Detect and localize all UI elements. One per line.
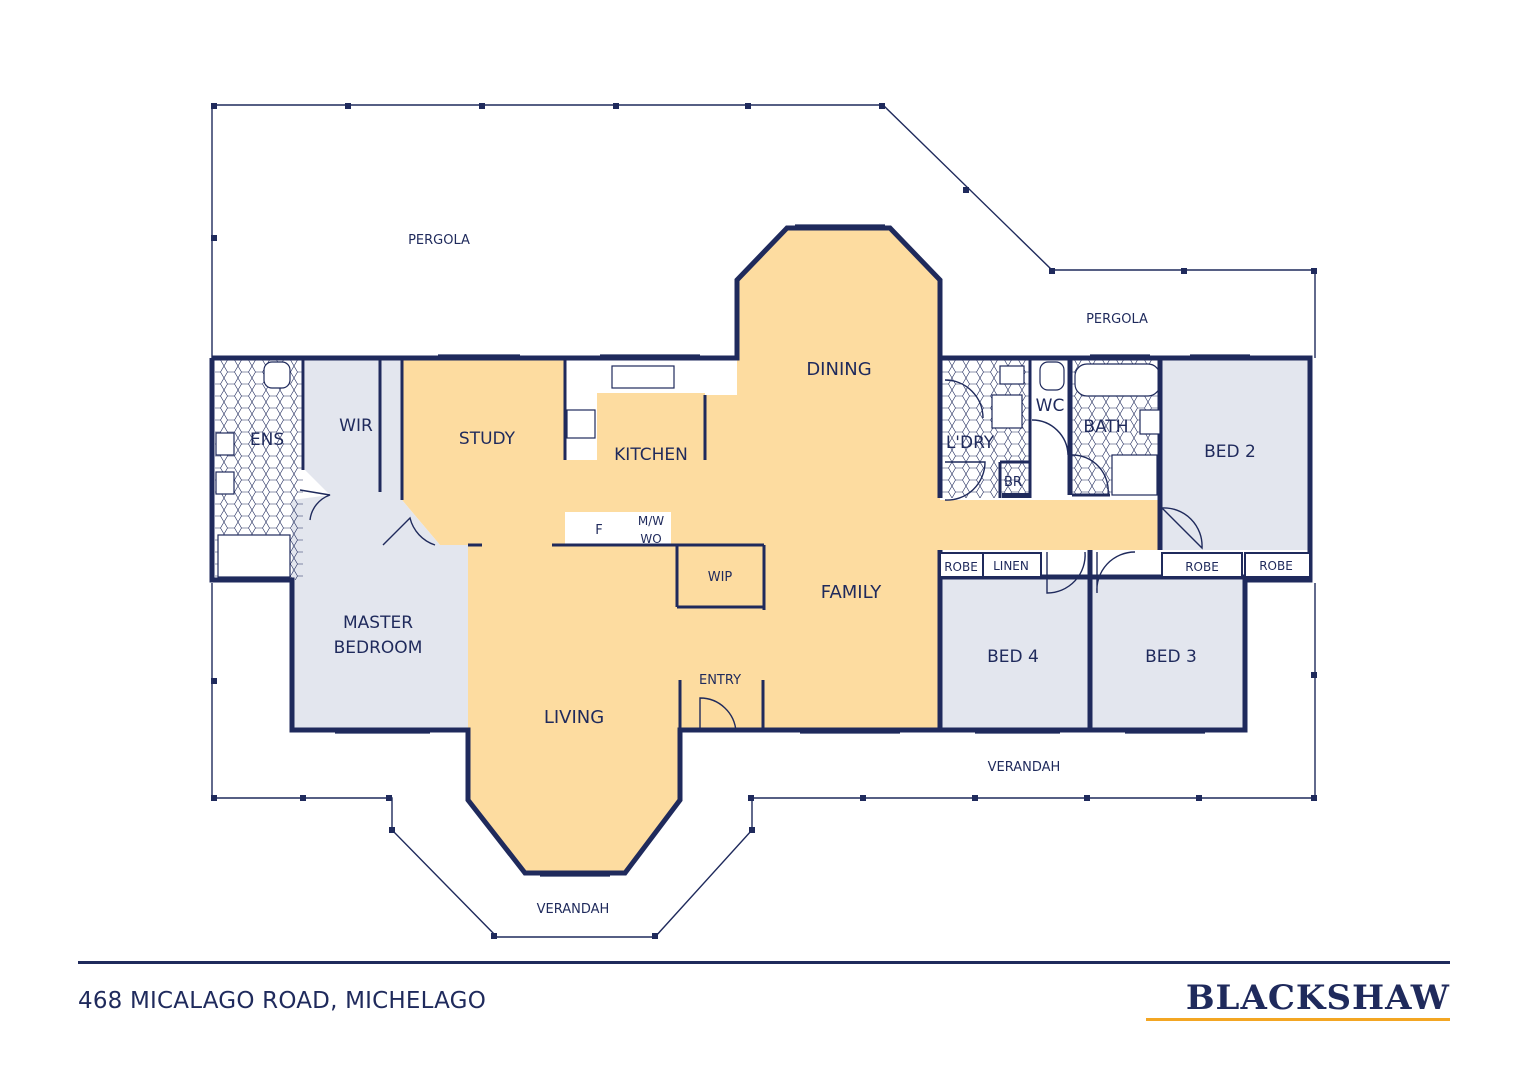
label-pergola-right: PERGOLA bbox=[1086, 312, 1148, 327]
label-study: STUDY bbox=[459, 429, 516, 449]
label-bed3: BED 3 bbox=[1145, 647, 1197, 667]
floor-plan: PERGOLA PERGOLA ENS WIR STUDY KITCHEN DI… bbox=[209, 103, 1317, 939]
label-robe-bed3: ROBE bbox=[1185, 560, 1219, 574]
label-wo: WO bbox=[640, 532, 661, 546]
label-ens: ENS bbox=[250, 430, 284, 450]
label-fridge: F bbox=[595, 523, 602, 538]
label-verandah-bottom: VERANDAH bbox=[537, 902, 610, 917]
label-verandah-right: VERANDAH bbox=[988, 760, 1061, 775]
label-dining: DINING bbox=[806, 359, 871, 380]
storage-boxes bbox=[939, 552, 1311, 578]
label-entry: ENTRY bbox=[699, 673, 741, 688]
living-zone bbox=[402, 228, 1160, 873]
label-wir: WIR bbox=[339, 416, 373, 436]
label-living: LIVING bbox=[544, 707, 604, 728]
label-linen: LINEN bbox=[993, 559, 1029, 573]
label-bath: BATH bbox=[1083, 417, 1128, 437]
interior-walls bbox=[301, 360, 1110, 730]
post-markers bbox=[211, 103, 1317, 939]
label-kitchen: KITCHEN bbox=[614, 445, 688, 465]
label-br: BR bbox=[1004, 475, 1022, 490]
brand-logo: BLACKSHAW bbox=[1185, 978, 1450, 1018]
label-wip: WIP bbox=[708, 570, 733, 585]
label-family: FAMILY bbox=[821, 582, 882, 603]
doors bbox=[299, 379, 1203, 733]
label-robe-bed2: ROBE bbox=[1259, 559, 1293, 573]
mw-box bbox=[631, 512, 671, 546]
fixtures bbox=[215, 361, 1161, 495]
brand-underline bbox=[1146, 1018, 1450, 1021]
label-master-line1: MASTER bbox=[343, 613, 413, 633]
label-robe-bed4: ROBE bbox=[944, 560, 978, 574]
label-mw: M/W bbox=[638, 514, 664, 528]
label-wc: WC bbox=[1036, 396, 1065, 416]
label-bed4: BED 4 bbox=[987, 647, 1039, 667]
bedroom-zones bbox=[292, 360, 1310, 730]
label-laundry: L'DRY bbox=[946, 433, 995, 453]
footer-rule bbox=[78, 961, 1450, 964]
kitchen-island bbox=[597, 393, 705, 460]
label-master-line2: BEDROOM bbox=[334, 638, 423, 658]
property-address: 468 MICALAGO ROAD, MICHELAGO bbox=[78, 988, 486, 1014]
windows bbox=[335, 224, 1250, 877]
label-pergola-left: PERGOLA bbox=[408, 233, 470, 248]
fridge-box bbox=[565, 512, 631, 546]
label-bed2: BED 2 bbox=[1204, 442, 1256, 462]
